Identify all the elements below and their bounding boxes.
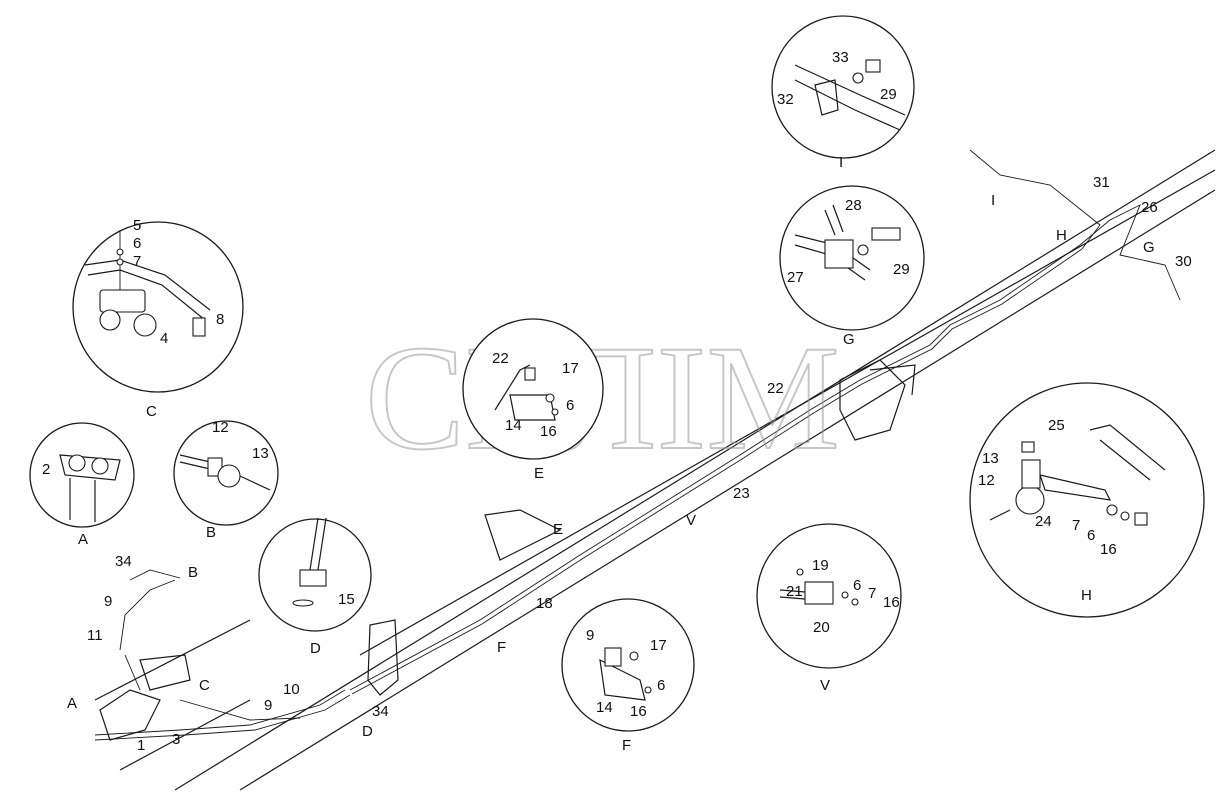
detail-a: 2 A [29,422,135,548]
callout-d-15: 15 [338,591,355,608]
main-callout-34-bottom: 34 [372,703,389,720]
main-callout-3: 3 [172,731,180,748]
main-callout-a: A [67,695,77,712]
main-callout-23: 23 [733,485,750,502]
main-callout-18: 18 [536,595,553,612]
main-callout-v: V [686,512,696,529]
callout-v-19: 19 [812,557,829,574]
callout-h-25: 25 [1048,417,1065,434]
callout-c-8: 8 [216,311,224,328]
detail-f: 9 17 6 14 16 F [561,598,695,754]
callout-f-6: 6 [657,677,665,694]
detail-h-label: H [1081,587,1092,604]
main-callout-10: 10 [283,681,300,698]
detail-a-label: A [78,531,88,548]
callout-h-16: 16 [1100,541,1117,558]
main-callout-i: I [991,192,995,209]
main-callouts: 34 B 9 11 A C 1 3 9 10 34 D 18 F E V 23 … [67,174,1192,754]
main-callout-9-top: 9 [104,593,112,610]
detail-v-label: V [820,677,830,694]
callout-h-12: 12 [978,472,995,489]
callout-e-22: 22 [492,350,509,367]
callout-c-4: 4 [160,330,168,347]
callout-i-32: 32 [777,91,794,108]
callout-g-29: 29 [893,261,910,278]
main-callout-22: 22 [767,380,784,397]
detail-g: 28 27 29 G [779,185,925,348]
detail-e: 22 17 6 16 14 E [462,318,604,482]
callout-c-7: 7 [133,253,141,270]
main-callout-d: D [362,723,373,740]
callout-g-27: 27 [787,269,804,286]
callout-e-6: 6 [566,397,574,414]
callout-f-16: 16 [630,703,647,720]
detail-d-label: D [310,640,321,657]
detail-i: 33 32 29 I [771,15,915,171]
main-callout-e: E [553,521,563,538]
main-callout-30: 30 [1175,253,1192,270]
callout-f-14: 14 [596,699,613,716]
detail-c: 5 6 7 8 4 C [72,217,244,420]
main-callout-34-top: 34 [115,553,132,570]
callout-v-7: 7 [868,585,876,602]
main-callout-b: B [188,564,198,581]
callout-h-13: 13 [982,450,999,467]
chassis-frame [94,149,1216,791]
callout-c-5: 5 [133,217,141,234]
callout-h-6: 6 [1087,527,1095,544]
main-callout-11: 11 [87,627,103,644]
detail-b-label: B [206,524,216,541]
callout-f-17: 17 [650,637,667,654]
callout-h-7: 7 [1072,517,1080,534]
callout-c-6: 6 [133,235,141,252]
detail-g-label: G [843,331,855,348]
callout-e-17: 17 [562,360,579,377]
brake-lines [94,149,1181,741]
callout-v-20: 20 [813,619,830,636]
callout-i-33: 33 [832,49,849,66]
callout-b-13: 13 [252,445,269,462]
callout-e-14: 14 [505,417,522,434]
main-callout-h: H [1056,227,1067,244]
callout-v-16: 16 [883,594,900,611]
main-callout-1: 1 [137,737,145,754]
callout-v-6: 6 [853,577,861,594]
callout-a-2: 2 [42,461,50,478]
main-callout-26: 26 [1141,199,1158,216]
callout-h-24: 24 [1035,513,1052,530]
detail-h: 25 13 12 24 7 6 16 H [969,382,1205,618]
detail-i-label: I [839,154,843,171]
detail-e-label: E [534,465,544,482]
callout-g-28: 28 [845,197,862,214]
callout-b-12: 12 [212,419,229,436]
main-callout-31: 31 [1093,174,1110,191]
callout-f-9: 9 [586,627,594,644]
callout-v-21: 21 [786,583,803,600]
detail-b: 12 13 B [173,419,279,541]
detail-v: 19 21 6 7 16 20 V [756,523,902,694]
detail-f-label: F [622,737,631,754]
main-callout-f: F [497,639,506,656]
callout-e-16: 16 [540,423,557,440]
detail-d: 15 D [258,517,372,657]
detail-c-label: C [146,403,157,420]
main-callout-g: G [1143,239,1155,256]
main-callout-c: C [199,677,210,694]
main-callout-9-bottom: 9 [264,697,272,714]
callout-i-29: 29 [880,86,897,103]
